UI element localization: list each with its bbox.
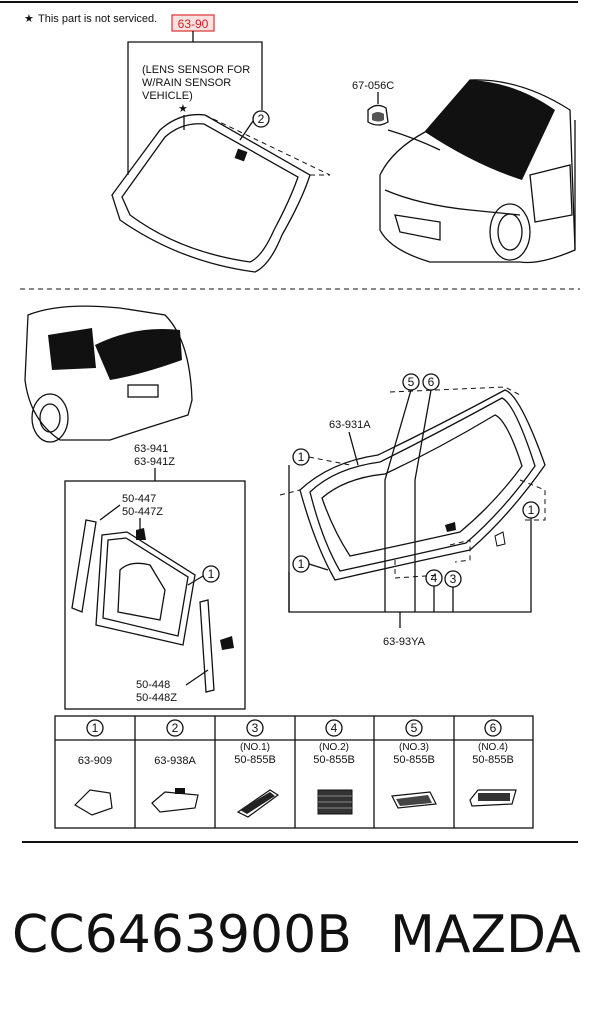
callout-4-rear: 4 (431, 571, 438, 585)
rear-car-drawing (24, 305, 193, 443)
table-col-5-part: 50-855B (393, 754, 435, 766)
rear-glass-top-part: 63-931A (329, 419, 371, 431)
sensor-note-line-3: VEHICLE) (142, 90, 193, 102)
molding-lower-part-2: 50-448Z (136, 692, 177, 704)
table-col-1-part: 63-909 (78, 755, 112, 767)
part-50-855b-no3-icon (391, 791, 437, 809)
sensor-star-icon: ★ (178, 103, 188, 115)
table-col-4-sub: (NO.2) (319, 742, 349, 753)
table-col-5-sub: (NO.3) (399, 742, 429, 753)
not-serviced-notice: This part is not serviced. (38, 13, 157, 25)
part-63-909-icon (74, 789, 113, 816)
table-col-3-sub: (NO.1) (240, 742, 270, 753)
table-col-6-sub: (NO.4) (478, 742, 508, 753)
part-63-938a-icon (151, 788, 199, 813)
part-50-855b-no2-icon (317, 789, 353, 815)
table-col-2-part: 63-938A (154, 755, 196, 767)
clip-icon (367, 104, 389, 126)
clip-part-number: 67-056C (352, 80, 394, 92)
front-car-drawing (379, 79, 576, 264)
callout-6-rear: 6 (428, 375, 435, 389)
callout-1-rear-b: 1 (298, 557, 305, 571)
callout-1-rear-a: 1 (298, 450, 305, 464)
table-col-1-index: 1 (92, 721, 99, 735)
sensor-note-line-2: W/RAIN SENSOR (142, 77, 231, 89)
highlighted-part-number[interactable]: 63-90 (178, 17, 209, 31)
table-col-4-index: 4 (331, 721, 338, 735)
side-glass-part-1: 63-941 (134, 443, 168, 455)
part-50-855b-no4-icon (469, 789, 517, 807)
part-50-855b-no1-icon (236, 789, 280, 818)
star-icon: ★ (24, 13, 34, 25)
table-col-3-part: 50-855B (234, 754, 276, 766)
footer-brand: MAZDA (390, 905, 581, 965)
sensor-note-line-1: (LENS SENSOR FOR (142, 64, 250, 76)
side-glass-box (64, 480, 246, 710)
footer-part-number: CC6463900B (12, 905, 352, 965)
callout-5-rear: 5 (408, 375, 415, 389)
table-col-2-index: 2 (172, 721, 179, 735)
table-col-5-index: 5 (411, 721, 418, 735)
table-col-6-part: 50-855B (472, 754, 514, 766)
side-glass-part-2: 63-941Z (134, 456, 175, 468)
callout-1-rear-c: 1 (528, 503, 535, 517)
windshield-drawing (111, 113, 331, 273)
table-col-3-index: 3 (252, 721, 259, 735)
molding-lower-part-1: 50-448 (136, 679, 170, 691)
rear-glass-bottom-part: 63-93YA (383, 636, 426, 648)
table-col-4-part: 50-855B (313, 754, 355, 766)
parts-table (54, 715, 534, 829)
callout-2-top: 2 (258, 112, 265, 126)
molding-upper-part-1: 50-447 (122, 493, 156, 505)
rear-glass-drawing (279, 386, 546, 581)
callout-3-rear: 3 (450, 572, 457, 586)
table-col-6-index: 6 (490, 721, 497, 735)
molding-upper-part-2: 50-447Z (122, 506, 163, 518)
side-glass-drawing (71, 519, 234, 693)
callout-1-side: 1 (208, 567, 215, 581)
